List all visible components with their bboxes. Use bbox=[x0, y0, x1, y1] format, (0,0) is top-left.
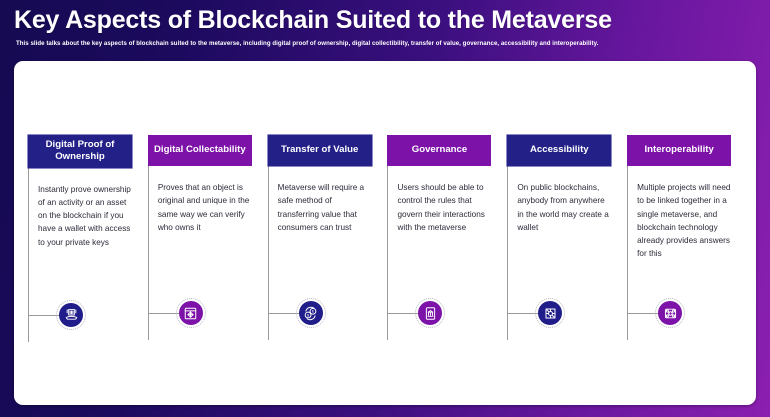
aspect-card-title: Governance bbox=[387, 135, 492, 166]
connector-line bbox=[268, 313, 303, 314]
aspect-card-body: On public blockchains, anybody from anyw… bbox=[507, 166, 622, 340]
aspect-card-description: Instantly prove ownership of an activity… bbox=[38, 184, 131, 247]
aspect-card-body: Proves that an object is original and un… bbox=[147, 166, 263, 340]
connector-line bbox=[508, 313, 543, 314]
hand-holding-building-icon bbox=[59, 302, 83, 327]
money-transfer-arrows-icon: $€ bbox=[298, 301, 323, 325]
connector-line bbox=[29, 314, 63, 316]
dotted-ring bbox=[535, 298, 566, 328]
aspect-card-icon-badge bbox=[175, 298, 206, 328]
slide-subtitle: This slide talks about the key aspects o… bbox=[16, 40, 599, 47]
slide-header: Key Aspects of Blockchain Suited to the … bbox=[0, 0, 770, 47]
dotted-ring bbox=[56, 299, 86, 330]
dotted-ring bbox=[415, 298, 446, 328]
bank-document-icon bbox=[418, 301, 443, 325]
dotted-ring bbox=[295, 298, 326, 328]
page-title: Key Aspects of Blockchain Suited to the … bbox=[14, 6, 612, 34]
aspect-card-description: On public blockchains, anybody from anyw… bbox=[517, 183, 609, 232]
connector-line bbox=[388, 313, 423, 314]
aspect-card-description: Multiple projects will need to be linked… bbox=[637, 183, 731, 259]
aspect-card-description: Users should be able to control the rule… bbox=[397, 183, 485, 232]
aspect-card-icon-badge bbox=[56, 299, 86, 330]
aspect-card-icon-badge bbox=[655, 298, 686, 328]
connector-line bbox=[148, 313, 183, 314]
connected-nodes-icon bbox=[658, 301, 683, 325]
aspect-card-icon-badge bbox=[415, 298, 446, 328]
aspect-card-body: Metaverse will require a safe method of … bbox=[267, 166, 383, 340]
aspect-card-title: Digital Collectability bbox=[147, 135, 252, 166]
aspect-card: Accessibility On public blockchains, anyb… bbox=[507, 61, 622, 405]
aspect-card-description: Metaverse will require a safe method of … bbox=[277, 183, 365, 232]
aspect-card-body: Instantly prove ownership of an activity… bbox=[28, 167, 143, 342]
dotted-ring bbox=[175, 298, 206, 328]
aspect-card-icon-badge: $€ bbox=[295, 298, 326, 328]
aspect-card-icon-badge bbox=[535, 298, 566, 328]
dotted-ring bbox=[655, 298, 686, 328]
aspect-card-title: Transfer of Value bbox=[267, 135, 372, 166]
aspect-card-title: Digital Proof of Ownership bbox=[28, 135, 132, 168]
aspect-card-title: Interoperability bbox=[627, 135, 732, 166]
aspect-card-body: Users should be able to control the rule… bbox=[387, 166, 502, 340]
connector-line bbox=[628, 313, 663, 314]
svg-text:€: € bbox=[312, 309, 314, 313]
aspect-card-body: Multiple projects will need to be linked… bbox=[627, 166, 742, 340]
browser-expand-arrows-icon bbox=[178, 301, 203, 325]
aspect-card-description: Proves that an object is original and un… bbox=[157, 183, 250, 232]
aspect-card-title: Accessibility bbox=[507, 135, 612, 166]
network-node-square-icon bbox=[538, 301, 563, 325]
svg-text:$: $ bbox=[307, 313, 309, 317]
